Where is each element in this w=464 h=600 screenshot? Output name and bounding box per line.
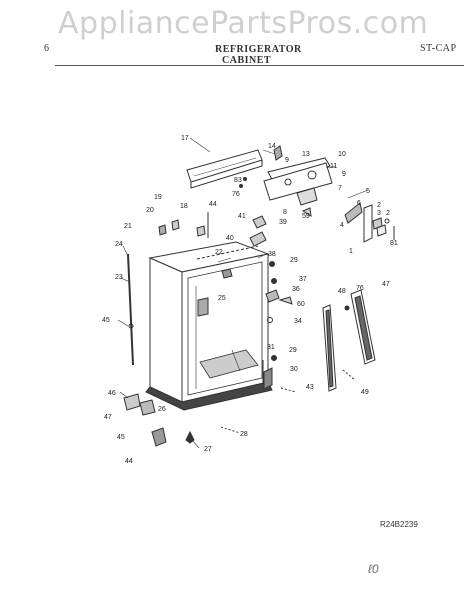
callout-25: 25 (218, 295, 226, 302)
callout-49: 49 (361, 389, 369, 396)
callout-36: 37 (299, 276, 307, 283)
callout-21: 21 (124, 223, 132, 230)
callout-3: 3 (377, 210, 381, 217)
hardware-left (123, 253, 241, 447)
callout-1: 1 (349, 248, 353, 255)
callout-6: 6 (357, 200, 361, 207)
callout-40: 41 (238, 213, 246, 220)
callout-35: 36 (292, 286, 300, 293)
callout-37: 38 (268, 251, 276, 258)
callout-42: 43 (306, 384, 314, 391)
callout-10: 10 (338, 151, 346, 158)
callout-81: 81 (390, 240, 398, 247)
callout-34: 34 (294, 318, 302, 325)
diagram-code: R24B2239 (380, 520, 418, 529)
callout-59: 60 (297, 301, 305, 308)
handwritten-mark: ℓ0 (368, 562, 379, 576)
leader-lines (117, 137, 369, 449)
callout-76: 76 (232, 191, 240, 198)
callout-26: 26 (158, 406, 166, 413)
callout-2b: 2 (386, 210, 390, 217)
control-bracket-part (263, 157, 333, 206)
callout-8: 8 (283, 209, 287, 216)
callout-14: 14 (268, 143, 276, 150)
callout-5: 5 (366, 188, 370, 195)
callout-83: 83 (234, 177, 242, 184)
callout-56: 59 (302, 213, 310, 220)
callout-30: 30 (290, 366, 298, 373)
callout-17: 17 (181, 135, 189, 142)
callout-47: 47 (382, 281, 390, 288)
callout-29a: 29 (290, 257, 298, 264)
callout-2: 2 (377, 202, 381, 209)
callout-48: 48 (338, 288, 346, 295)
callout-23: 23 (115, 274, 123, 281)
hardware-center (262, 261, 356, 393)
callout-7: 7 (338, 185, 342, 192)
callout-19: 19 (154, 194, 162, 201)
callout-46: 47 (104, 414, 112, 421)
page-number: 6 (44, 43, 50, 54)
callout-11: 11 (330, 163, 337, 170)
callout-18: 18 (180, 203, 188, 210)
door-rails (322, 289, 376, 392)
header-rule (55, 65, 464, 66)
watermark: AppliancePartsPros.com (58, 6, 429, 41)
page-title: REFRIGERATOR (215, 44, 302, 55)
callout-27: 27 (204, 446, 212, 453)
callout-41: 44 (209, 201, 217, 208)
callout-28: 28 (240, 431, 248, 438)
callout-38: 39 (279, 219, 287, 226)
callout-9b: 9 (342, 171, 346, 178)
callout-20: 20 (146, 207, 154, 214)
callout-4: 4 (340, 222, 344, 229)
callout-29b: 29 (289, 347, 297, 354)
model-code: ST-CAP (420, 43, 457, 54)
callout-13: 13 (302, 151, 310, 158)
hardware-top (158, 145, 312, 247)
callout-45a: 45 (102, 317, 110, 324)
callout-9a: 9 (285, 157, 289, 164)
callout-39: 40 (226, 235, 234, 242)
callout-60: 76 (356, 285, 364, 292)
hardware-right (344, 202, 395, 243)
page-subtitle: CABINET (222, 55, 272, 66)
top-grille-part (186, 149, 263, 189)
callout-43: 44 (125, 458, 133, 465)
callout-24: 24 (115, 241, 123, 248)
cabinet-body (145, 241, 273, 411)
callout-22: 22 (215, 249, 223, 256)
callout-31: 31 (267, 344, 275, 351)
callout-45b: 46 (108, 390, 116, 397)
callout-44: 45 (117, 434, 125, 441)
